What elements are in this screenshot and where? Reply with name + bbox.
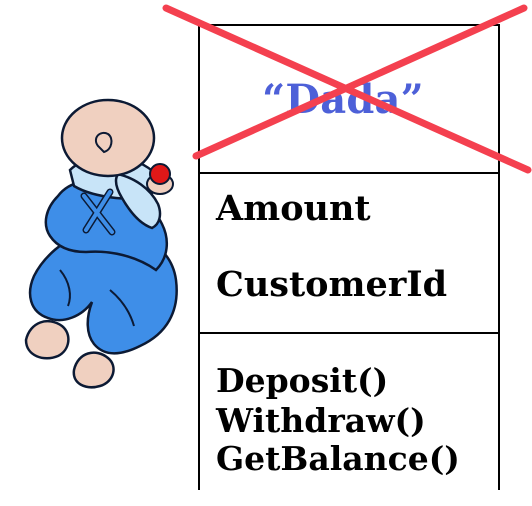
- baby-hand: [146, 173, 174, 195]
- operation-withdraw: Withdraw(): [216, 401, 426, 440]
- class-box: “Dada” Amount CustomerId Deposit() Withd…: [198, 24, 500, 490]
- baby-head: [60, 98, 156, 178]
- baby-shirt: [68, 155, 164, 200]
- operation-get-balance: GetBalance(): [216, 439, 460, 478]
- attribute-amount: Amount: [216, 188, 371, 229]
- operation-deposit: Deposit(): [216, 361, 389, 400]
- attributes-compartment: Amount CustomerId: [200, 172, 498, 334]
- baby-ear: [94, 132, 113, 154]
- baby-legs: [28, 224, 178, 355]
- attribute-customer-id: CustomerId: [216, 264, 448, 305]
- class-name: “Dada”: [262, 75, 424, 123]
- operations-compartment: Deposit() Withdraw() GetBalance(): [200, 334, 498, 492]
- baby-strap-2: [82, 188, 114, 234]
- class-name-compartment: “Dada”: [200, 26, 498, 174]
- baby-foot-right: [72, 351, 115, 389]
- baby-jumpsuit-body: [44, 179, 169, 272]
- red-toy-icon: [149, 163, 171, 185]
- baby-strap-1: [80, 192, 116, 236]
- baby-arm: [114, 172, 162, 230]
- baby-foot-left: [24, 320, 70, 360]
